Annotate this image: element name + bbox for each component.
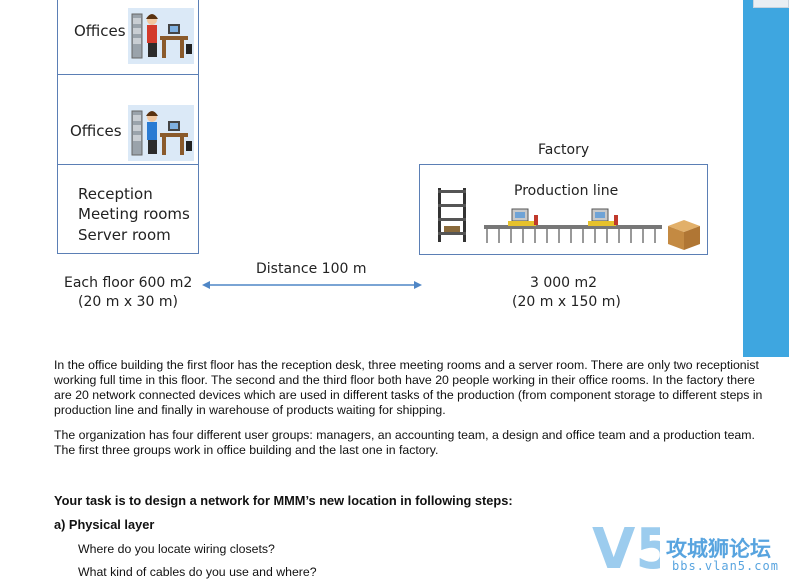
production-line-label: Production line: [514, 183, 619, 199]
floor-1-label-reception: Reception: [78, 185, 153, 203]
task-heading: Your task is to design a network for MMM…: [54, 493, 513, 508]
distance-arrow: [202, 281, 422, 289]
distance-label: Distance 100 m: [256, 261, 367, 277]
floor-1-label-meeting: Meeting rooms: [78, 205, 190, 223]
panel-tab[interactable]: [753, 0, 789, 8]
section-a-heading: a) Physical layer: [54, 517, 155, 532]
conveyor-belt-icon: [484, 208, 662, 243]
floor-2-label: Offices: [70, 122, 122, 140]
watermark-logo-text: V5: [592, 517, 660, 576]
office-worker-icon: [128, 105, 194, 161]
watermark-logo: V5: [592, 517, 660, 576]
floor-3-label: Offices: [74, 22, 126, 40]
factory-dimensions-label: (20 m x 150 m): [512, 294, 621, 310]
factory-building: [419, 164, 708, 255]
floor-divider: [57, 164, 199, 165]
office-worker-icon: [128, 8, 194, 64]
factory-area-label: 3 000 m2: [530, 275, 598, 291]
office-dimensions-label: (20 m x 30 m): [78, 294, 178, 310]
watermark-url: bbs.vlan5.com: [672, 559, 779, 573]
side-panel: [743, 0, 789, 357]
question-cables: What kind of cables do you use and where…: [78, 565, 317, 579]
box-package-icon: [668, 220, 700, 250]
watermark-name: 攻城狮论坛: [666, 537, 771, 561]
floor-1-label-server: Server room: [78, 226, 171, 244]
floor-divider: [57, 74, 199, 75]
question-wiring-closets: Where do you locate wiring closets?: [78, 542, 275, 556]
shelving-icon: [438, 188, 466, 242]
office-building: [57, 0, 199, 254]
factory-title: Factory: [538, 142, 590, 158]
paragraph-intro: In the office building the first floor h…: [54, 358, 763, 417]
paragraph-user-groups: The organization has four different user…: [54, 428, 755, 457]
office-area-label: Each floor 600 m2: [64, 275, 193, 291]
